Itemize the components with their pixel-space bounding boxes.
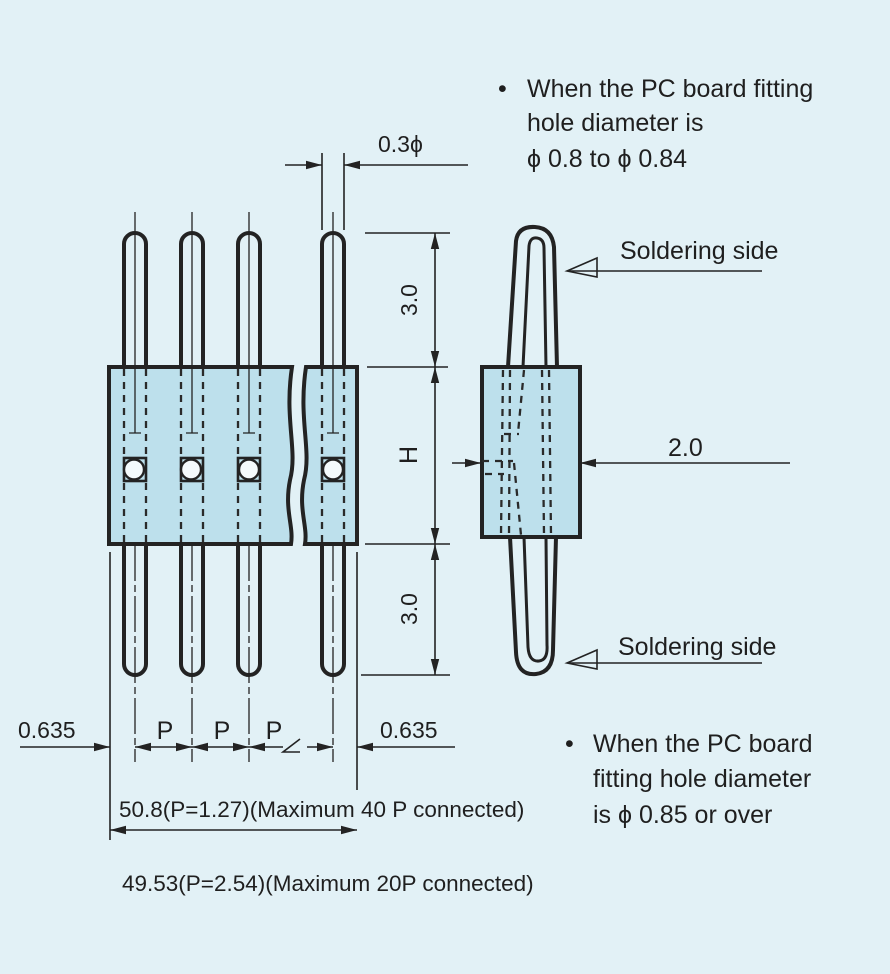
side-pin-top (506, 224, 559, 368)
soldering-leader-bottom (564, 648, 762, 670)
soldering-side-bottom-label: Soldering side (618, 633, 776, 661)
bullet-icon: • (498, 75, 507, 103)
top-pin-length-label: 3.0 (396, 284, 422, 316)
pin-dia-label: 0.3ϕ (378, 131, 423, 157)
note-line: is ϕ 0.85 or over (593, 801, 772, 829)
break-slash (280, 738, 301, 753)
body-right-section (300, 365, 359, 546)
side-hidden-lines (482, 369, 553, 536)
note-line: hole diameter is (527, 109, 703, 137)
lower-pins (122, 545, 346, 677)
side-pin-bottom (508, 536, 558, 677)
total-length-p127-label: 50.8(P=1.27)(Maximum 40 P connected) (119, 797, 524, 822)
pitch-dimension-line (20, 738, 455, 753)
note-line: When the PC board (593, 730, 813, 758)
bullet-icon: • (565, 730, 574, 758)
pitch-label-2: P (214, 717, 231, 745)
soldering-leader-top (564, 256, 762, 278)
note-top-right: • When the PC board fitting hole diamete… (498, 75, 813, 173)
side-body (480, 365, 582, 539)
body-left-section (107, 365, 295, 546)
vertical-dimension-chain (361, 232, 450, 676)
body-thickness-label: 2.0 (668, 434, 703, 462)
note-line: When the PC board fitting (527, 75, 813, 103)
front-view (107, 212, 359, 762)
pin-center-lines (129, 212, 339, 762)
pin-dia-dimension (285, 153, 468, 230)
right-margin-label: 0.635 (380, 717, 438, 743)
pitch-label-3: P (266, 717, 283, 745)
side-view (480, 224, 582, 677)
bottom-pin-length-label: 3.0 (396, 593, 422, 625)
body-height-label: H (395, 446, 423, 464)
soldering-side-top-label: Soldering side (620, 237, 778, 265)
note-line: ϕ 0.8 to ϕ 0.84 (527, 145, 687, 173)
dimensioning (20, 153, 790, 840)
upper-pins (122, 231, 346, 367)
total-length-p254-label: 49.53(P=2.54)(Maximum 20P connected) (122, 871, 534, 896)
retention-features (122, 456, 346, 483)
pitch-label-1: P (157, 717, 174, 745)
hidden-hole-lines (122, 369, 346, 542)
note-bottom-right: • When the PC board fitting hole diamete… (565, 730, 813, 829)
note-line: fitting hole diameter (593, 765, 811, 793)
left-margin-label: 0.635 (18, 717, 76, 743)
